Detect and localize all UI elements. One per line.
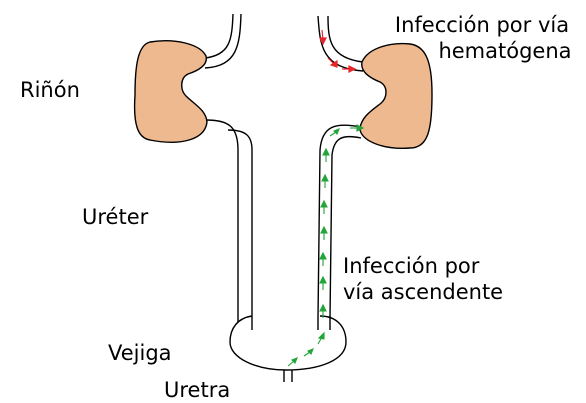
ureter-label: Uréter (82, 204, 148, 230)
bladder (230, 316, 346, 370)
hematogenous-label-line1: Infección por vía (378, 12, 586, 38)
left-blood-vessel (205, 14, 241, 68)
ascending-infection-label: Infección por vía ascendente (343, 253, 503, 305)
hematogenous-arrows (320, 30, 355, 72)
right-blood-vessel (318, 16, 363, 71)
left-kidney (135, 41, 207, 142)
hematogenous-label-line2: hematógena (378, 38, 586, 64)
left-ureter (206, 120, 252, 330)
ascending-label-line1: Infección por (343, 253, 503, 279)
ascending-label-line2: vía ascendente (343, 279, 503, 305)
urethra-label: Uretra (164, 377, 230, 403)
urethra (284, 370, 292, 382)
kidney-label: Riñón (20, 77, 80, 103)
bladder-label: Vejiga (108, 340, 172, 366)
hematogenous-infection-label: Infección por vía hematógena (378, 12, 586, 64)
